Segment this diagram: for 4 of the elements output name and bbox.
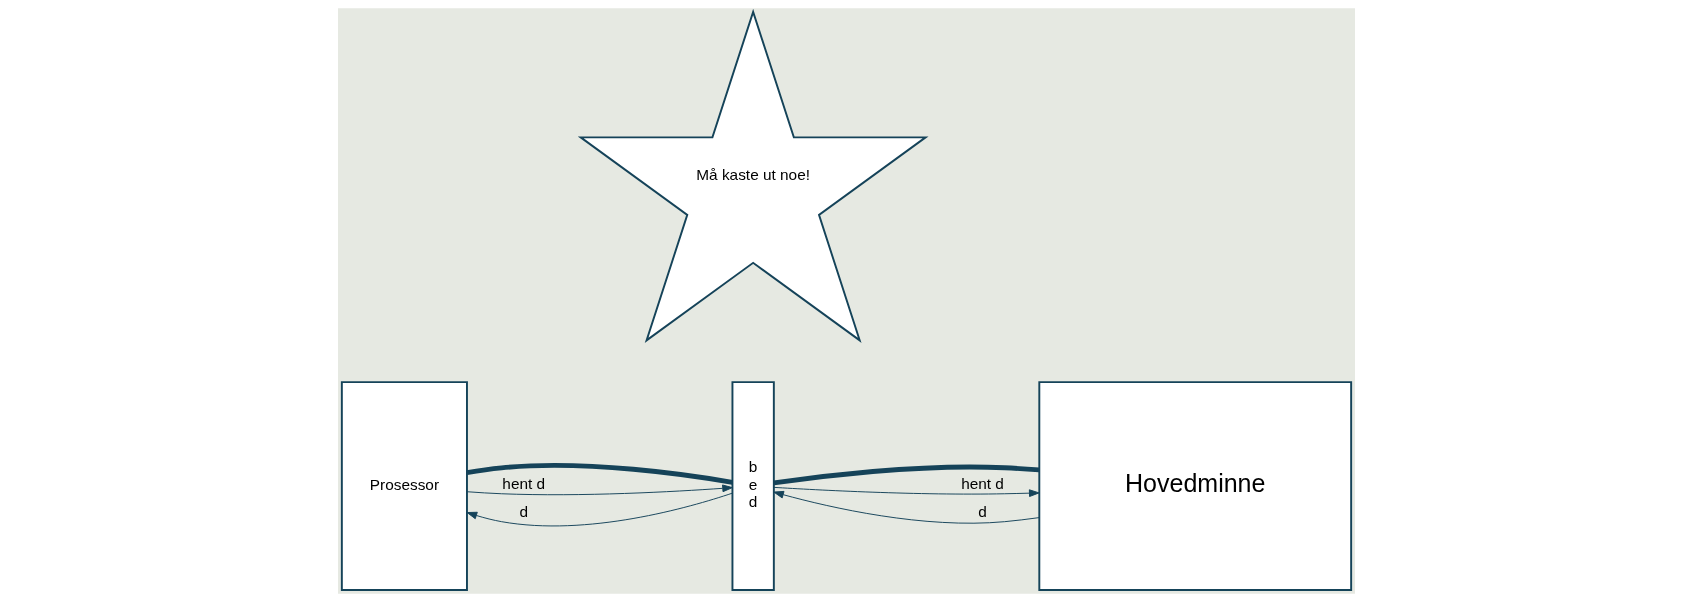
edge-label: d <box>978 502 987 520</box>
edge-label: hent d <box>502 474 546 492</box>
edge-label: d <box>519 502 529 520</box>
edge-label: hent d <box>961 474 1004 492</box>
